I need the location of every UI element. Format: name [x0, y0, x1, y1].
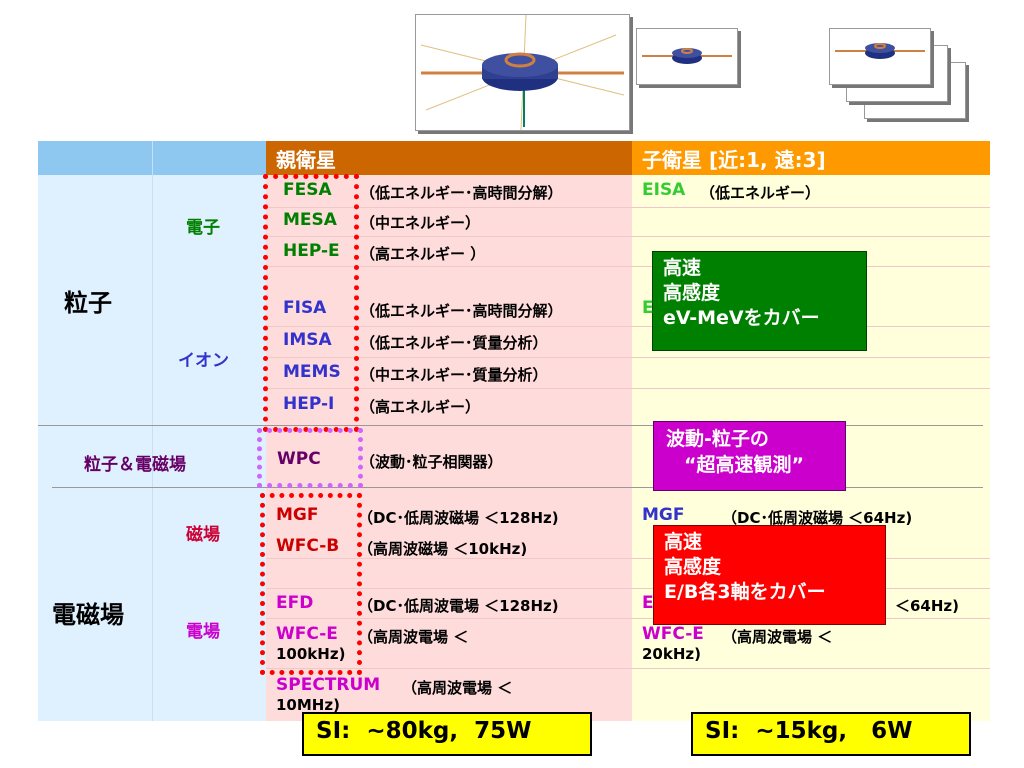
instrument-mgf-desc: （DC･低周波磁場 ＜128Hz): [358, 509, 559, 527]
child-instrument-wfce-desc-cont: 20kHz): [642, 645, 701, 663]
child-satellite-near-illustration: [642, 48, 732, 64]
instrument-wpc-desc: （波動･粒子相関器）: [360, 453, 503, 471]
particle-callout-line-1: 高速: [663, 257, 702, 279]
particle-callout-line-2: 高感度: [663, 282, 721, 304]
row-divider: [266, 668, 990, 669]
row-divider: [266, 266, 990, 267]
instrument-mems-desc: （中エネルギー･質量分析）: [360, 366, 548, 384]
category-electrons: 電子: [186, 218, 220, 238]
child-instrument-wfce-desc: （高周波電場 ＜: [722, 628, 833, 646]
row-divider: [266, 618, 990, 619]
instrument-wfcb-desc: （高周波磁場 ＜10kHz): [358, 540, 528, 558]
instrument-spectrum-desc-cont: 10MHz): [276, 696, 340, 714]
category-magnetic: 磁場: [186, 525, 220, 545]
child-satellite-near-image: [636, 28, 738, 85]
wave-callout-line-1: 波動-粒子の: [666, 428, 769, 450]
instrument-efd-desc: （DC･低周波電場 ＜128Hz): [358, 597, 559, 615]
instrument-mems: MEMS: [283, 362, 341, 382]
instrument-hepe: HEP-E: [283, 241, 340, 261]
child-instrument-eisa-desc: （低エネルギー）: [700, 184, 821, 202]
instrument-efd: EFD: [276, 593, 314, 613]
category-ions: イオン: [178, 351, 229, 371]
child-si-summary: SI: ~15kg, 6W: [691, 712, 971, 756]
child-satellite-far-image-1: [829, 28, 931, 85]
field-callout-line-2: 高感度: [664, 556, 722, 578]
instrument-wfce: WFC-E: [276, 624, 338, 644]
row-divider: [266, 558, 990, 559]
category-particles: 粒子: [64, 289, 112, 317]
section-divider: [52, 487, 983, 488]
row-divider: [266, 236, 990, 237]
header-child-label: 子衛星 [近:1, 遠:3]: [642, 148, 826, 172]
child-instrument-eisa: EISA: [642, 180, 686, 200]
row-divider: [266, 388, 990, 389]
wave-callout-box: 波動-粒子の “超高速観測”: [653, 421, 846, 491]
column-divider: [152, 141, 153, 721]
instrument-wfcb: WFC-B: [276, 536, 340, 556]
instrument-imsa: IMSA: [283, 330, 332, 350]
category-em-field: 電磁場: [52, 601, 124, 629]
instrument-wfce-desc: （高周波電場 ＜: [358, 628, 469, 646]
child-instrument-efd: E: [642, 593, 654, 613]
instrument-hepi-desc: （高エネルギー）: [360, 398, 481, 416]
row-divider: [266, 326, 990, 327]
instrument-mgf: MGF: [276, 505, 319, 525]
instrument-hepe-desc: （高エネルギー ）: [360, 245, 486, 263]
section-divider: [38, 425, 983, 426]
instrument-fisa: FISA: [283, 298, 327, 318]
field-callout-line-3: E/B各3軸をカバー: [664, 581, 826, 603]
child-instrument-efd-desc: ＜64Hz): [895, 597, 960, 615]
parent-particle-highlight: [263, 174, 359, 432]
field-callout-line-1: 高速: [664, 531, 703, 553]
instrument-fesa-desc: （低エネルギー･高時間分解）: [360, 184, 563, 202]
instrument-spectrum: SPECTRUM: [276, 675, 381, 695]
header-parent-cell: [266, 141, 632, 175]
category-electric: 電場: [186, 622, 220, 642]
row-divider: [266, 588, 990, 589]
parent-wpc-highlight: [257, 428, 363, 488]
child-instrument-mgf: MGF: [642, 505, 685, 525]
header-parent-label: 親衛星: [276, 148, 336, 172]
instrument-wfce-desc-cont: 100kHz): [276, 645, 346, 663]
header-child-cell: [632, 141, 990, 175]
row-divider: [266, 357, 990, 358]
child-satellite-far-illustration: [835, 43, 925, 59]
instrument-mesa: MESA: [283, 210, 337, 230]
child-instrument-partial: E: [642, 298, 654, 318]
wave-callout-line-2: “超高速観測”: [684, 454, 804, 476]
particle-callout-line-3: eV-MeVをカバー: [663, 307, 820, 329]
category-wave-particle: 粒子＆電磁場: [84, 455, 186, 475]
instrument-mesa-desc: （中エネルギー）: [360, 214, 481, 232]
parent-satellite-illustration: [420, 14, 625, 131]
parent-field-highlight: [260, 493, 362, 675]
parent-si-summary: SI: ~80kg, 75W: [302, 712, 592, 756]
field-callout-box: 高速 高感度 E/B各3軸をカバー: [653, 525, 886, 625]
parent-satellite-image: [415, 14, 630, 131]
instrument-wpc: WPC: [277, 449, 321, 469]
child-instrument-mgf-desc: （DC･低周波磁場 ＜64Hz): [722, 509, 913, 527]
particle-callout-box: 高速 高感度 eV-MeVをカバー: [652, 251, 867, 351]
instrument-imsa-desc: （低エネルギー･質量分析）: [360, 334, 548, 352]
row-divider: [266, 207, 990, 208]
child-instrument-wfce: WFC-E: [642, 624, 704, 644]
instrument-hepi: HEP-I: [283, 394, 335, 414]
instrument-fesa: FESA: [283, 180, 332, 200]
instrument-fisa-desc: （低エネルギー･高時間分解）: [360, 302, 563, 320]
instrument-spectrum-desc: （高周波電場 ＜: [402, 679, 513, 697]
